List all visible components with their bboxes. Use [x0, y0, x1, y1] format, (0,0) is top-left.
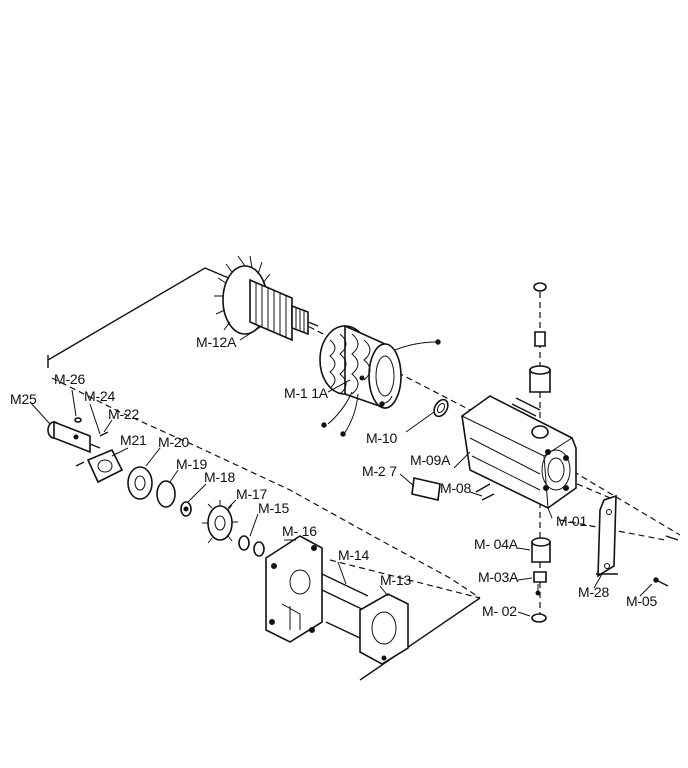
seal-ring-part	[531, 613, 547, 623]
o-ring-part	[433, 398, 449, 418]
pump-housing-part	[461, 395, 577, 509]
label-m18: M-18	[204, 469, 236, 485]
label-m27: M-2 7	[362, 463, 397, 479]
mounting-bracket-part	[596, 494, 618, 578]
label-m21: M21	[120, 432, 147, 448]
label-m25: M25	[10, 391, 37, 407]
label-m05: M-05	[626, 593, 658, 609]
label-m11a: M-1 1A	[284, 385, 329, 401]
label-m28: M-28	[578, 584, 610, 600]
valve-stack-part	[529, 282, 551, 393]
bearing-part	[127, 466, 153, 500]
needle-bearing-part	[238, 535, 265, 557]
label-m03a: M-03A	[478, 569, 519, 585]
label-m04a: M- 04A	[474, 536, 519, 552]
armature-part	[214, 255, 319, 342]
retaining-ring-part	[156, 480, 176, 508]
label-m24: M-24	[84, 388, 116, 404]
label-m12a: M-12A	[196, 334, 237, 350]
stator-part	[319, 324, 441, 437]
label-m08: M-08	[440, 480, 472, 496]
gear-case-part	[265, 535, 323, 643]
label-m01: M-01	[556, 513, 588, 529]
check-valve-part	[531, 537, 551, 563]
screw-part	[653, 535, 679, 587]
washer-part	[180, 501, 192, 517]
part-labels: M-12A M-1 1A M-10 M-26 M25 M-24 M-22 M21…	[10, 334, 658, 619]
spring-part	[533, 571, 547, 596]
gasket-plate-part	[86, 448, 124, 484]
label-m14: M-14	[338, 547, 370, 563]
label-m22: M-22	[108, 406, 140, 422]
label-plate-part	[411, 477, 441, 501]
label-m13: M-13	[380, 572, 412, 588]
label-m17: M-17	[236, 486, 268, 502]
label-m26: M-26	[54, 371, 86, 387]
gear-part	[202, 500, 238, 544]
label-m02: M- 02	[482, 603, 517, 619]
label-m10: M-10	[366, 430, 398, 446]
label-m09a: M-09A	[410, 452, 451, 468]
label-m19: M-19	[176, 456, 208, 472]
shaft-part	[47, 417, 109, 467]
label-m15: M-15	[258, 500, 290, 516]
label-m20: M-20	[158, 434, 190, 450]
tie-rod-part	[321, 573, 369, 639]
leader-lines	[29, 325, 653, 617]
label-m16: M- 16	[282, 523, 317, 539]
end-cover-part	[359, 593, 409, 665]
